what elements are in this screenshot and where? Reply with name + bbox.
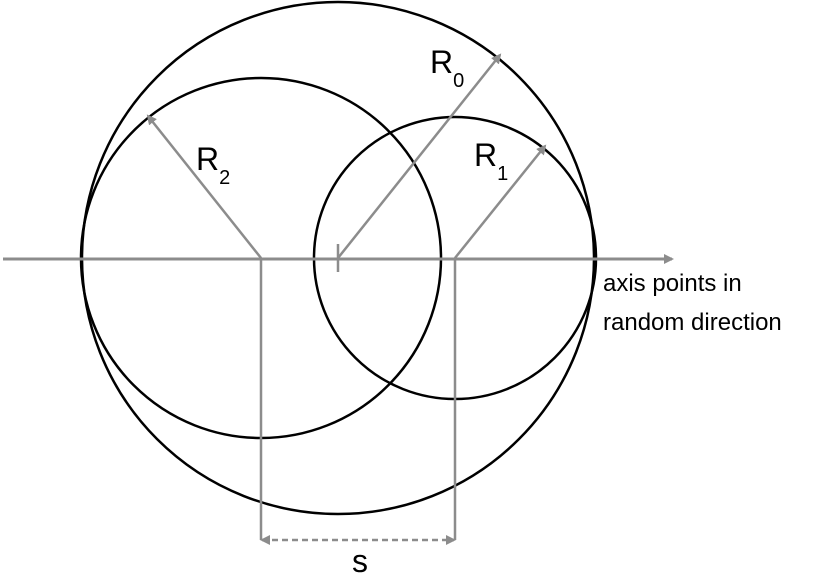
- label-r1: R1: [474, 137, 508, 185]
- label-r2: R2: [196, 141, 230, 189]
- radius-r2-arrow: [146, 114, 262, 259]
- radius-r1-arrow: [454, 144, 547, 259]
- label-r0: R0: [430, 44, 464, 92]
- label-s: s: [352, 543, 368, 574]
- axis-caption-line1: axis points in: [603, 270, 742, 297]
- axis-caption-line2: random direction: [603, 309, 782, 336]
- radius-r0-arrow: [337, 53, 502, 259]
